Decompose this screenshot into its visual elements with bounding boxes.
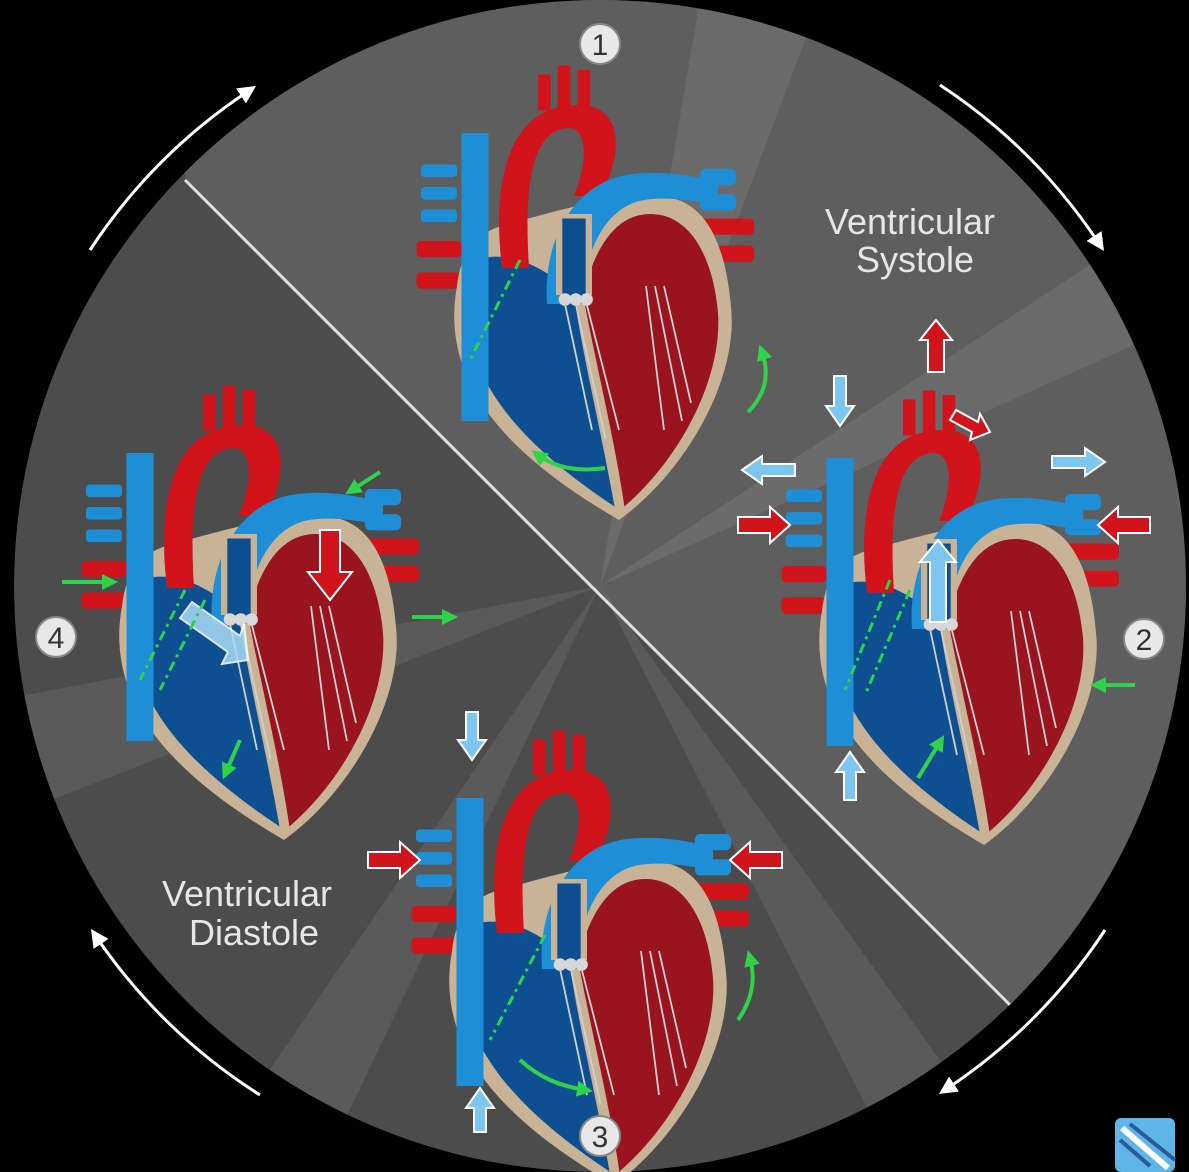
step-number: 2 bbox=[1136, 624, 1153, 657]
step-number: 1 bbox=[592, 29, 609, 62]
systole-label-line1: Ventricular bbox=[825, 201, 995, 242]
step-badge-1: 1 bbox=[580, 24, 620, 64]
diastole-label-line1: Ventricular bbox=[162, 873, 332, 914]
systole-label-line2: Systole bbox=[856, 239, 974, 280]
step-badge-2: 2 bbox=[1124, 619, 1164, 659]
step-badge-3: 3 bbox=[580, 1116, 620, 1156]
step-number: 4 bbox=[48, 622, 65, 655]
step-number: 3 bbox=[592, 1121, 609, 1154]
step-badge-4: 4 bbox=[36, 617, 76, 657]
diastole-label-line2: Diastole bbox=[189, 912, 319, 953]
dna-logo-icon bbox=[1115, 1118, 1175, 1172]
